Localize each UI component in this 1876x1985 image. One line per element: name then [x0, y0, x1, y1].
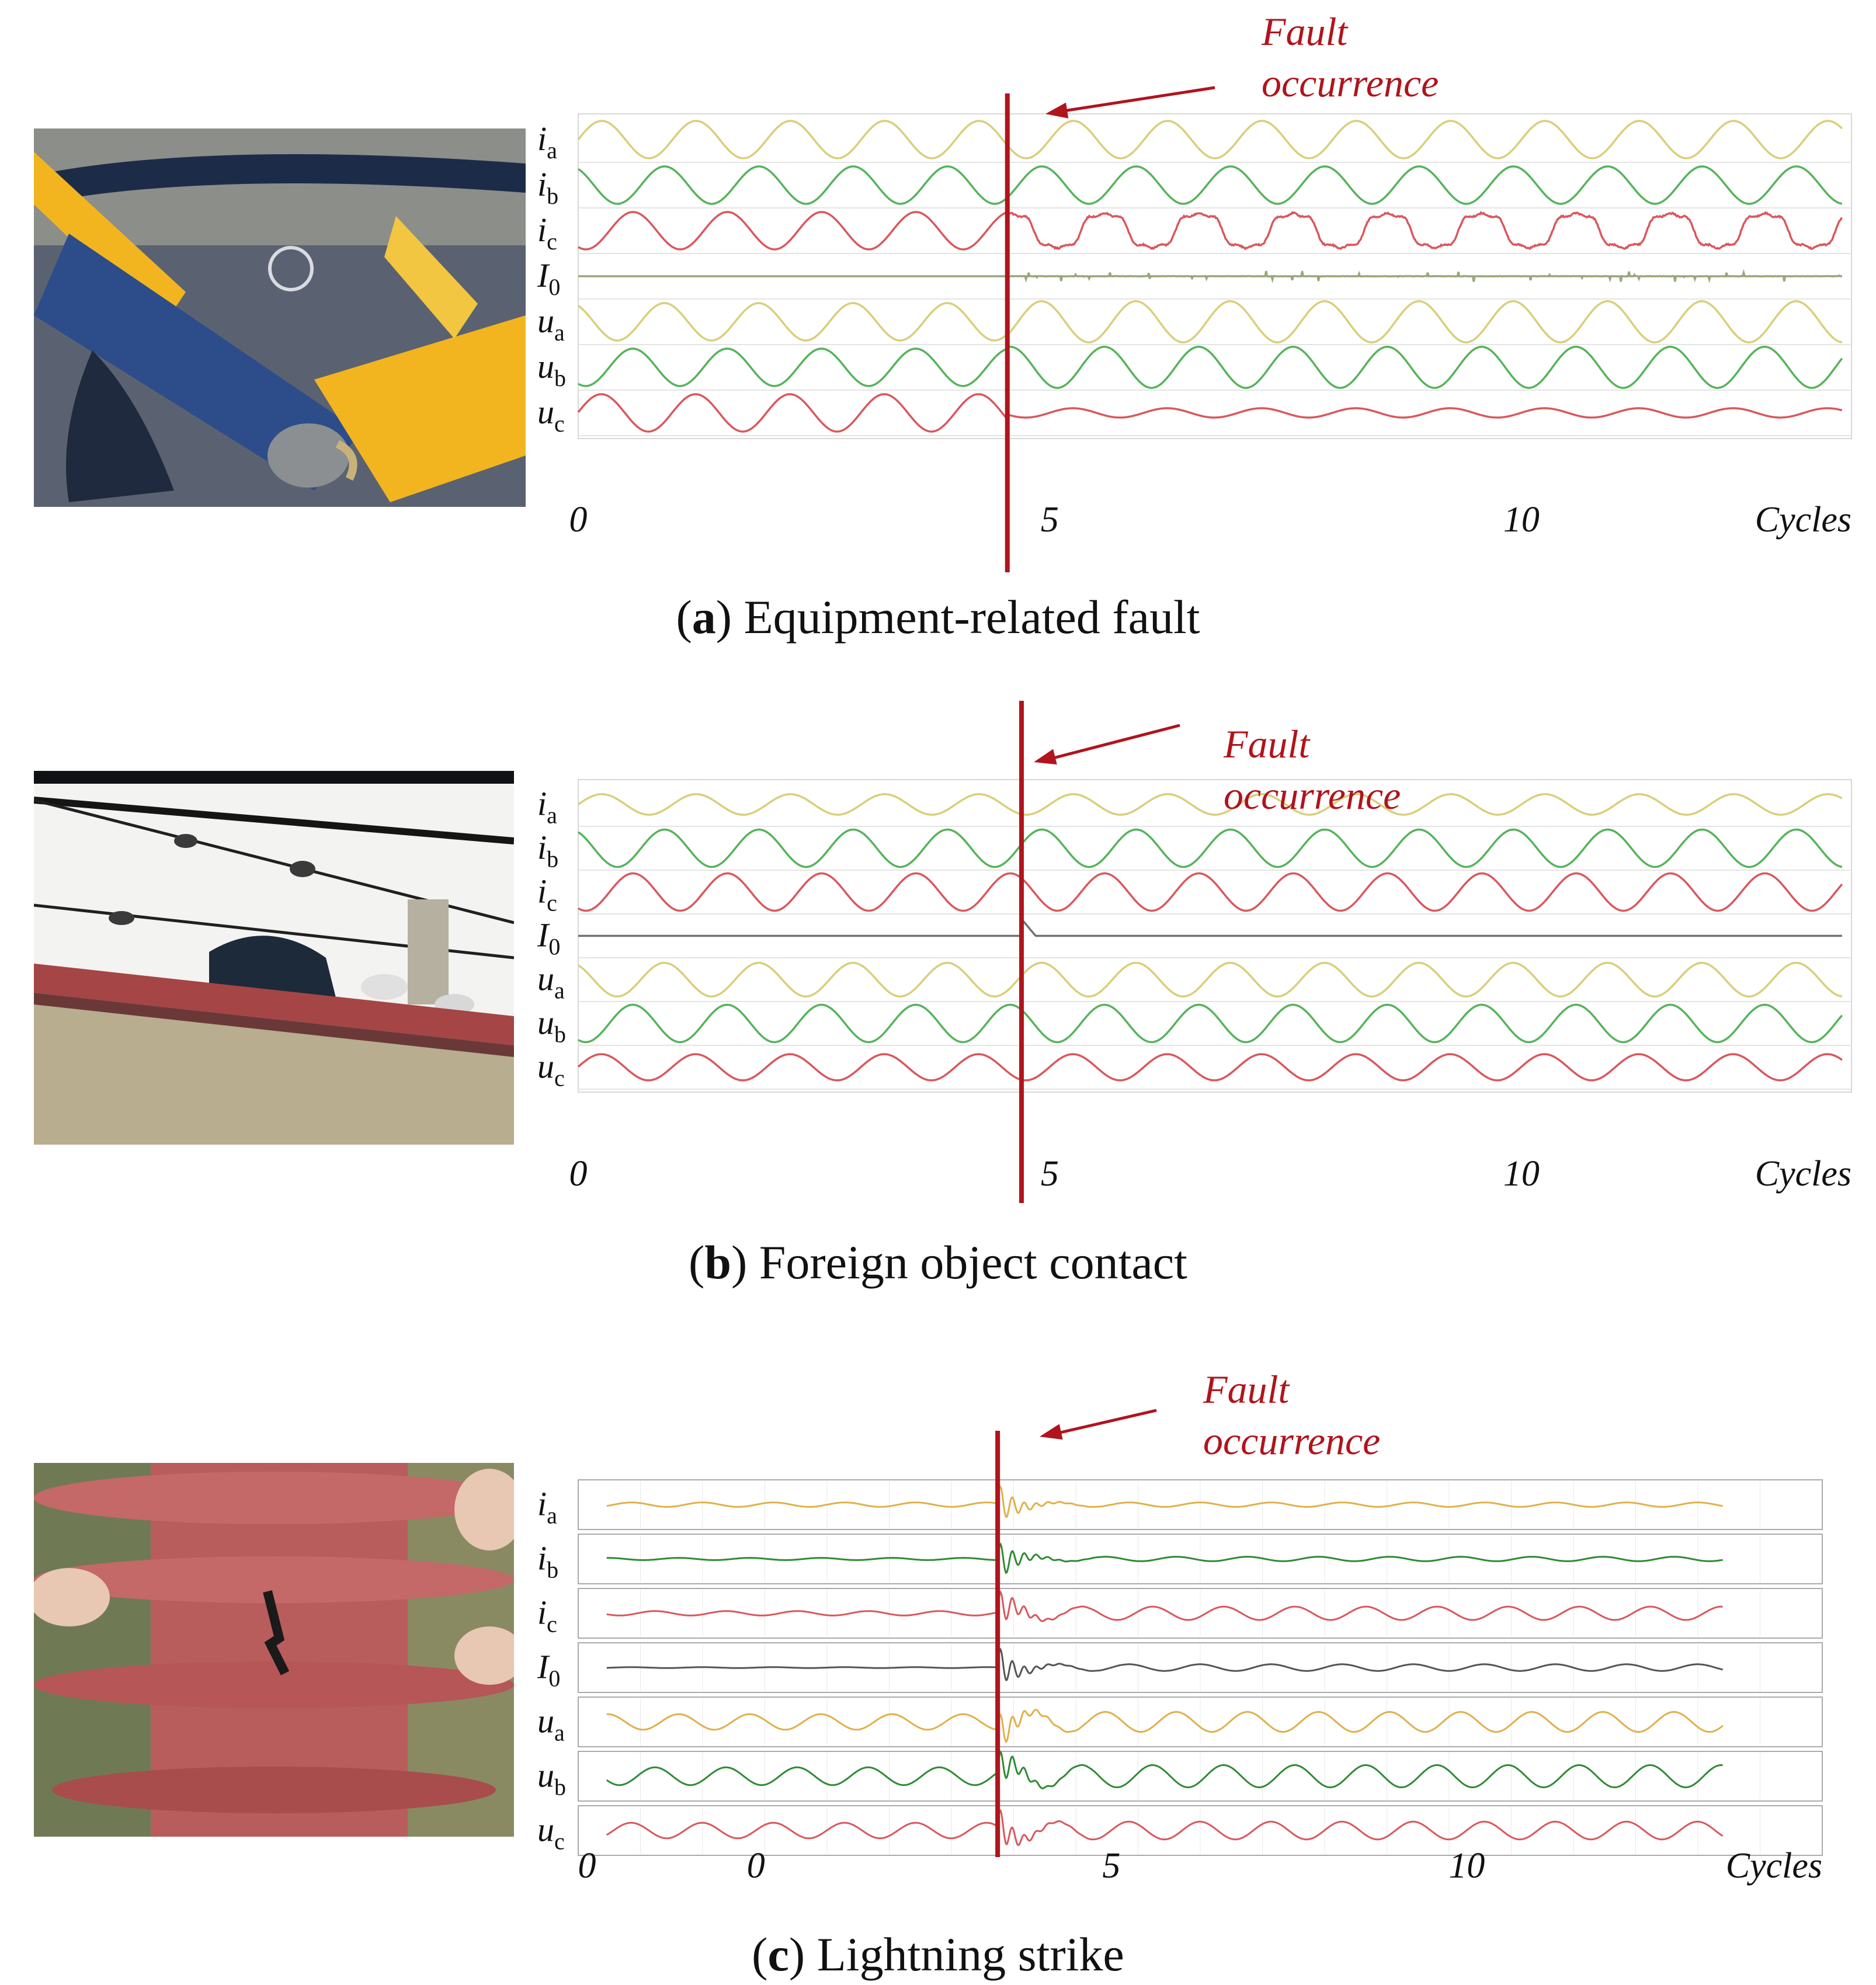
series-label-i_c-b: ic: [537, 872, 557, 916]
overhead-line-photo-icon: [34, 771, 514, 1145]
series-label-u_c-c: uc: [537, 1811, 565, 1855]
x-tick-c-0: 0: [578, 1846, 596, 1886]
series-label-u_a-a: ua: [537, 302, 565, 346]
series-i_a-a: [577, 120, 1843, 159]
row-box-c-6: [578, 1805, 1823, 1856]
caption-b: (b) Foreign object contact: [689, 1236, 1187, 1289]
fault-label-b-line1: Fault: [1224, 722, 1310, 766]
photo-b: [34, 771, 514, 1145]
row-box-c-4: [578, 1697, 1823, 1747]
x-tick-c-1: 0: [747, 1846, 765, 1886]
x-axis-label-c: Cycles: [1726, 1846, 1822, 1886]
fault-label-a-line2: occurrence: [1262, 61, 1439, 105]
series-label-i_c-a: ic: [537, 211, 557, 255]
series-i_b-a: [578, 165, 1843, 205]
series-label-i_b-c: ib: [537, 1539, 558, 1583]
fault-label-c: Fault occurrence: [1203, 1364, 1380, 1466]
caption-a-text: Equipment-related fault: [744, 590, 1200, 644]
cable-joint-photo-icon: [34, 128, 526, 507]
fault-label-b: Fault occurrence: [1224, 718, 1401, 821]
series-I_0-b: [578, 917, 1842, 937]
series-label-u_a-c: ua: [537, 1702, 565, 1746]
series-i_a-b: [577, 793, 1843, 816]
row-box-c-3: [578, 1642, 1823, 1693]
series-label-u_b-c: ub: [537, 1757, 566, 1800]
fault-label-b-line2: occurrence: [1224, 773, 1401, 818]
fault-arrowhead-a: [1045, 102, 1069, 119]
photo-a: [34, 128, 526, 507]
series-i_c-a: [578, 210, 1843, 251]
series-label-u_c-b: uc: [537, 1048, 565, 1091]
fault-arrow-c: [1050, 1409, 1157, 1437]
row-box-c-2: [578, 1588, 1823, 1639]
photo-c: [34, 1463, 514, 1837]
row-box-c-1: [578, 1534, 1823, 1584]
x-tick-b-0: 0: [569, 1154, 588, 1194]
series-u_b-b: [578, 1003, 1843, 1044]
fault-label-a: Fault occurrence: [1262, 6, 1439, 109]
caption-c: (c) Lightning strike: [752, 1928, 1124, 1981]
series-label-I_0-c: I0: [537, 1648, 560, 1692]
series-i_a-c: [606, 1485, 1723, 1518]
series-u_b-a: [578, 346, 1843, 389]
series-u_a-b: [578, 961, 1843, 998]
caption-c-text: Lightning strike: [817, 1928, 1124, 1981]
series-u_a-c: [606, 1709, 1724, 1744]
caption-b-letter: b: [704, 1236, 731, 1289]
series-label-u_b-b: ub: [537, 1004, 566, 1048]
series-u_c-b: [577, 1053, 1843, 1082]
x-tick-c-2: 5: [1102, 1846, 1120, 1886]
series-u_b-c: [606, 1750, 1723, 1789]
x-tick-a-0: 0: [569, 500, 588, 540]
fault-label-c-line1: Fault: [1203, 1367, 1290, 1412]
x-tick-c-3: 10: [1448, 1846, 1485, 1886]
series-I_0-c: [606, 1647, 1723, 1681]
series-label-u_c-a: uc: [537, 393, 565, 437]
row-box-c-5: [578, 1751, 1823, 1802]
series-label-i_a-a: ia: [537, 120, 557, 164]
fault-arrow-b: [1044, 724, 1180, 762]
series-label-u_b-a: ub: [537, 347, 566, 391]
series-u_a-a: [578, 300, 1843, 343]
series-i_b-c: [606, 1542, 1723, 1574]
series-u_c-c: [606, 1809, 1724, 1847]
x-axis-label-a: Cycles: [1755, 500, 1851, 540]
series-label-I_0-b: I0: [537, 916, 560, 960]
series-label-i_a-c: ia: [537, 1485, 557, 1529]
series-label-i_b-a: ib: [537, 165, 558, 209]
caption-c-letter: c: [767, 1928, 789, 1981]
fault-arrowhead-b: [1034, 749, 1057, 765]
series-i_c-b: [578, 872, 1843, 912]
series-label-i_a-b: ia: [537, 785, 557, 829]
series-i_c-c: [606, 1590, 1723, 1622]
series-label-I_0-a: I0: [537, 256, 560, 300]
series-I_0-a: [578, 269, 1843, 284]
x-tick-b-1: 5: [1041, 1154, 1059, 1194]
caption-a-letter: a: [692, 590, 716, 644]
row-box-c-0: [578, 1479, 1823, 1530]
x-axis-label-b: Cycles: [1755, 1154, 1851, 1194]
caption-b-text: Foreign object contact: [759, 1236, 1187, 1289]
x-tick-a-1: 5: [1041, 500, 1059, 540]
x-tick-a-2: 10: [1503, 500, 1540, 540]
fault-arrowhead-c: [1040, 1424, 1063, 1440]
series-label-i_b-b: ib: [537, 829, 558, 872]
series-i_b-b: [578, 828, 1843, 868]
x-tick-b-2: 10: [1503, 1154, 1540, 1194]
fault-label-c-line2: occurrence: [1203, 1419, 1381, 1463]
caption-a: (a) Equipment-related fault: [676, 590, 1200, 644]
series-u_c-a: [577, 393, 1843, 433]
series-label-u_a-b: ua: [537, 960, 565, 1004]
fault-arrow-a: [1055, 86, 1215, 114]
insulator-photo-icon: [34, 1463, 514, 1837]
fault-label-a-line1: Fault: [1262, 9, 1348, 54]
series-label-i_c-c: ic: [537, 1594, 557, 1638]
